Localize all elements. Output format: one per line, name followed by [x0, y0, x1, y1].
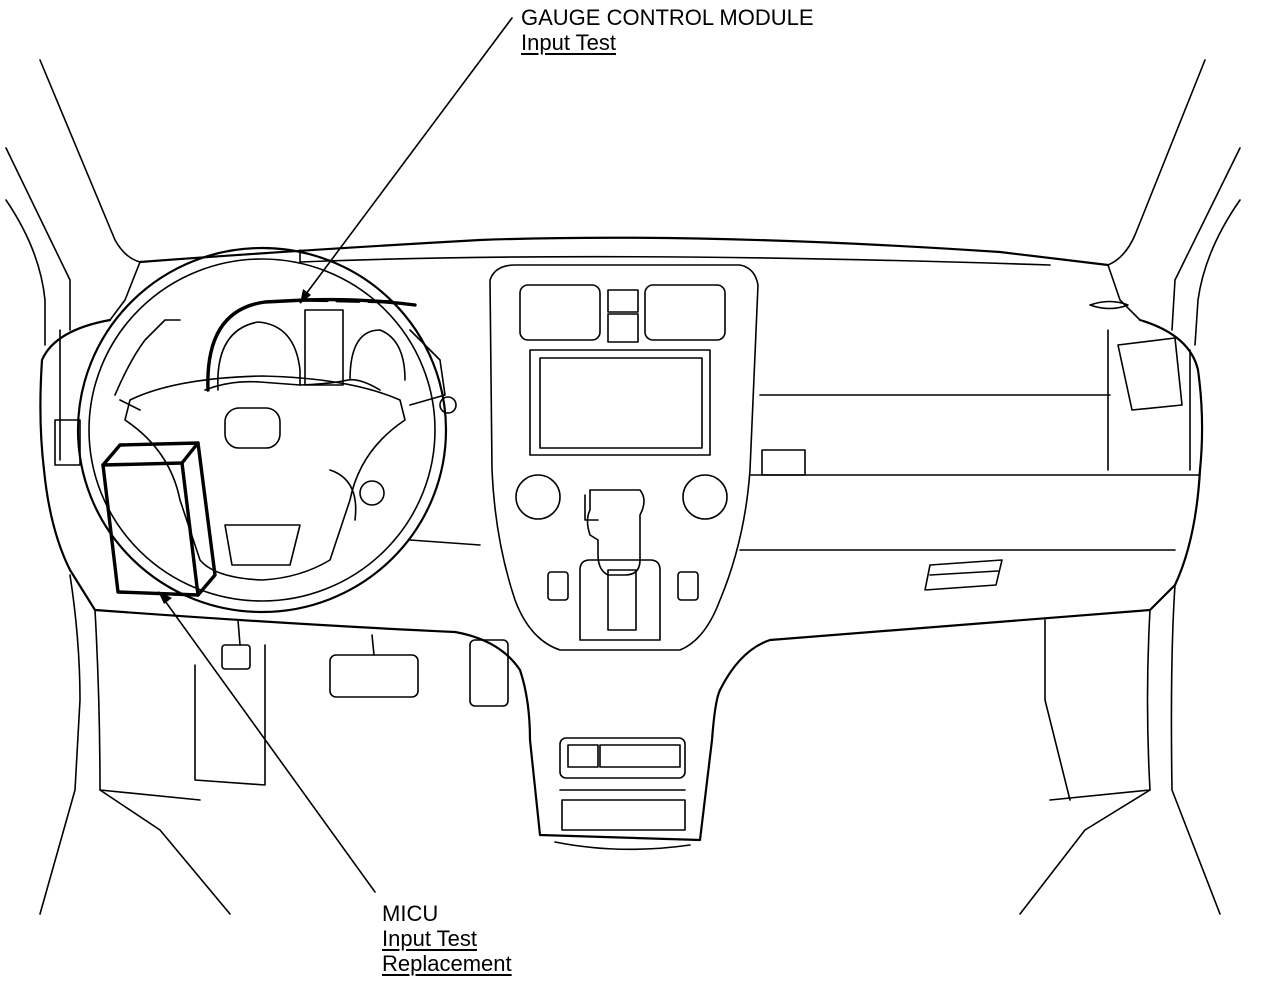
instrument-cluster [114, 297, 457, 414]
dashboard-body [39, 300, 1204, 692]
gauge-leader-arrow [300, 289, 311, 304]
gauge-control-module-title: GAUGE CONTROL MODULE [521, 5, 814, 30]
gauge-control-module-callout: GAUGE CONTROL MODULE Input Test [521, 5, 814, 55]
micu-callout: MICU Input Test Replacement [382, 901, 512, 976]
lower-console [518, 668, 722, 851]
micu-input-test-link[interactable]: Input Test [382, 926, 477, 951]
gauge-input-test-link[interactable]: Input Test [521, 30, 616, 55]
callout-leaders [158, 17, 513, 893]
micu-replacement-link[interactable]: Replacement [382, 951, 512, 976]
micu-box [101, 441, 217, 597]
pedals [194, 619, 509, 786]
center-console [489, 264, 759, 651]
left-a-pillar [5, 59, 141, 346]
right-a-pillar [1107, 59, 1241, 346]
micu-title: MICU [382, 901, 439, 926]
steering-wheel [76, 246, 448, 614]
floor-lines [39, 574, 1221, 915]
micu-leader-arrow [158, 591, 172, 604]
dashboard-top [109, 236, 1141, 321]
